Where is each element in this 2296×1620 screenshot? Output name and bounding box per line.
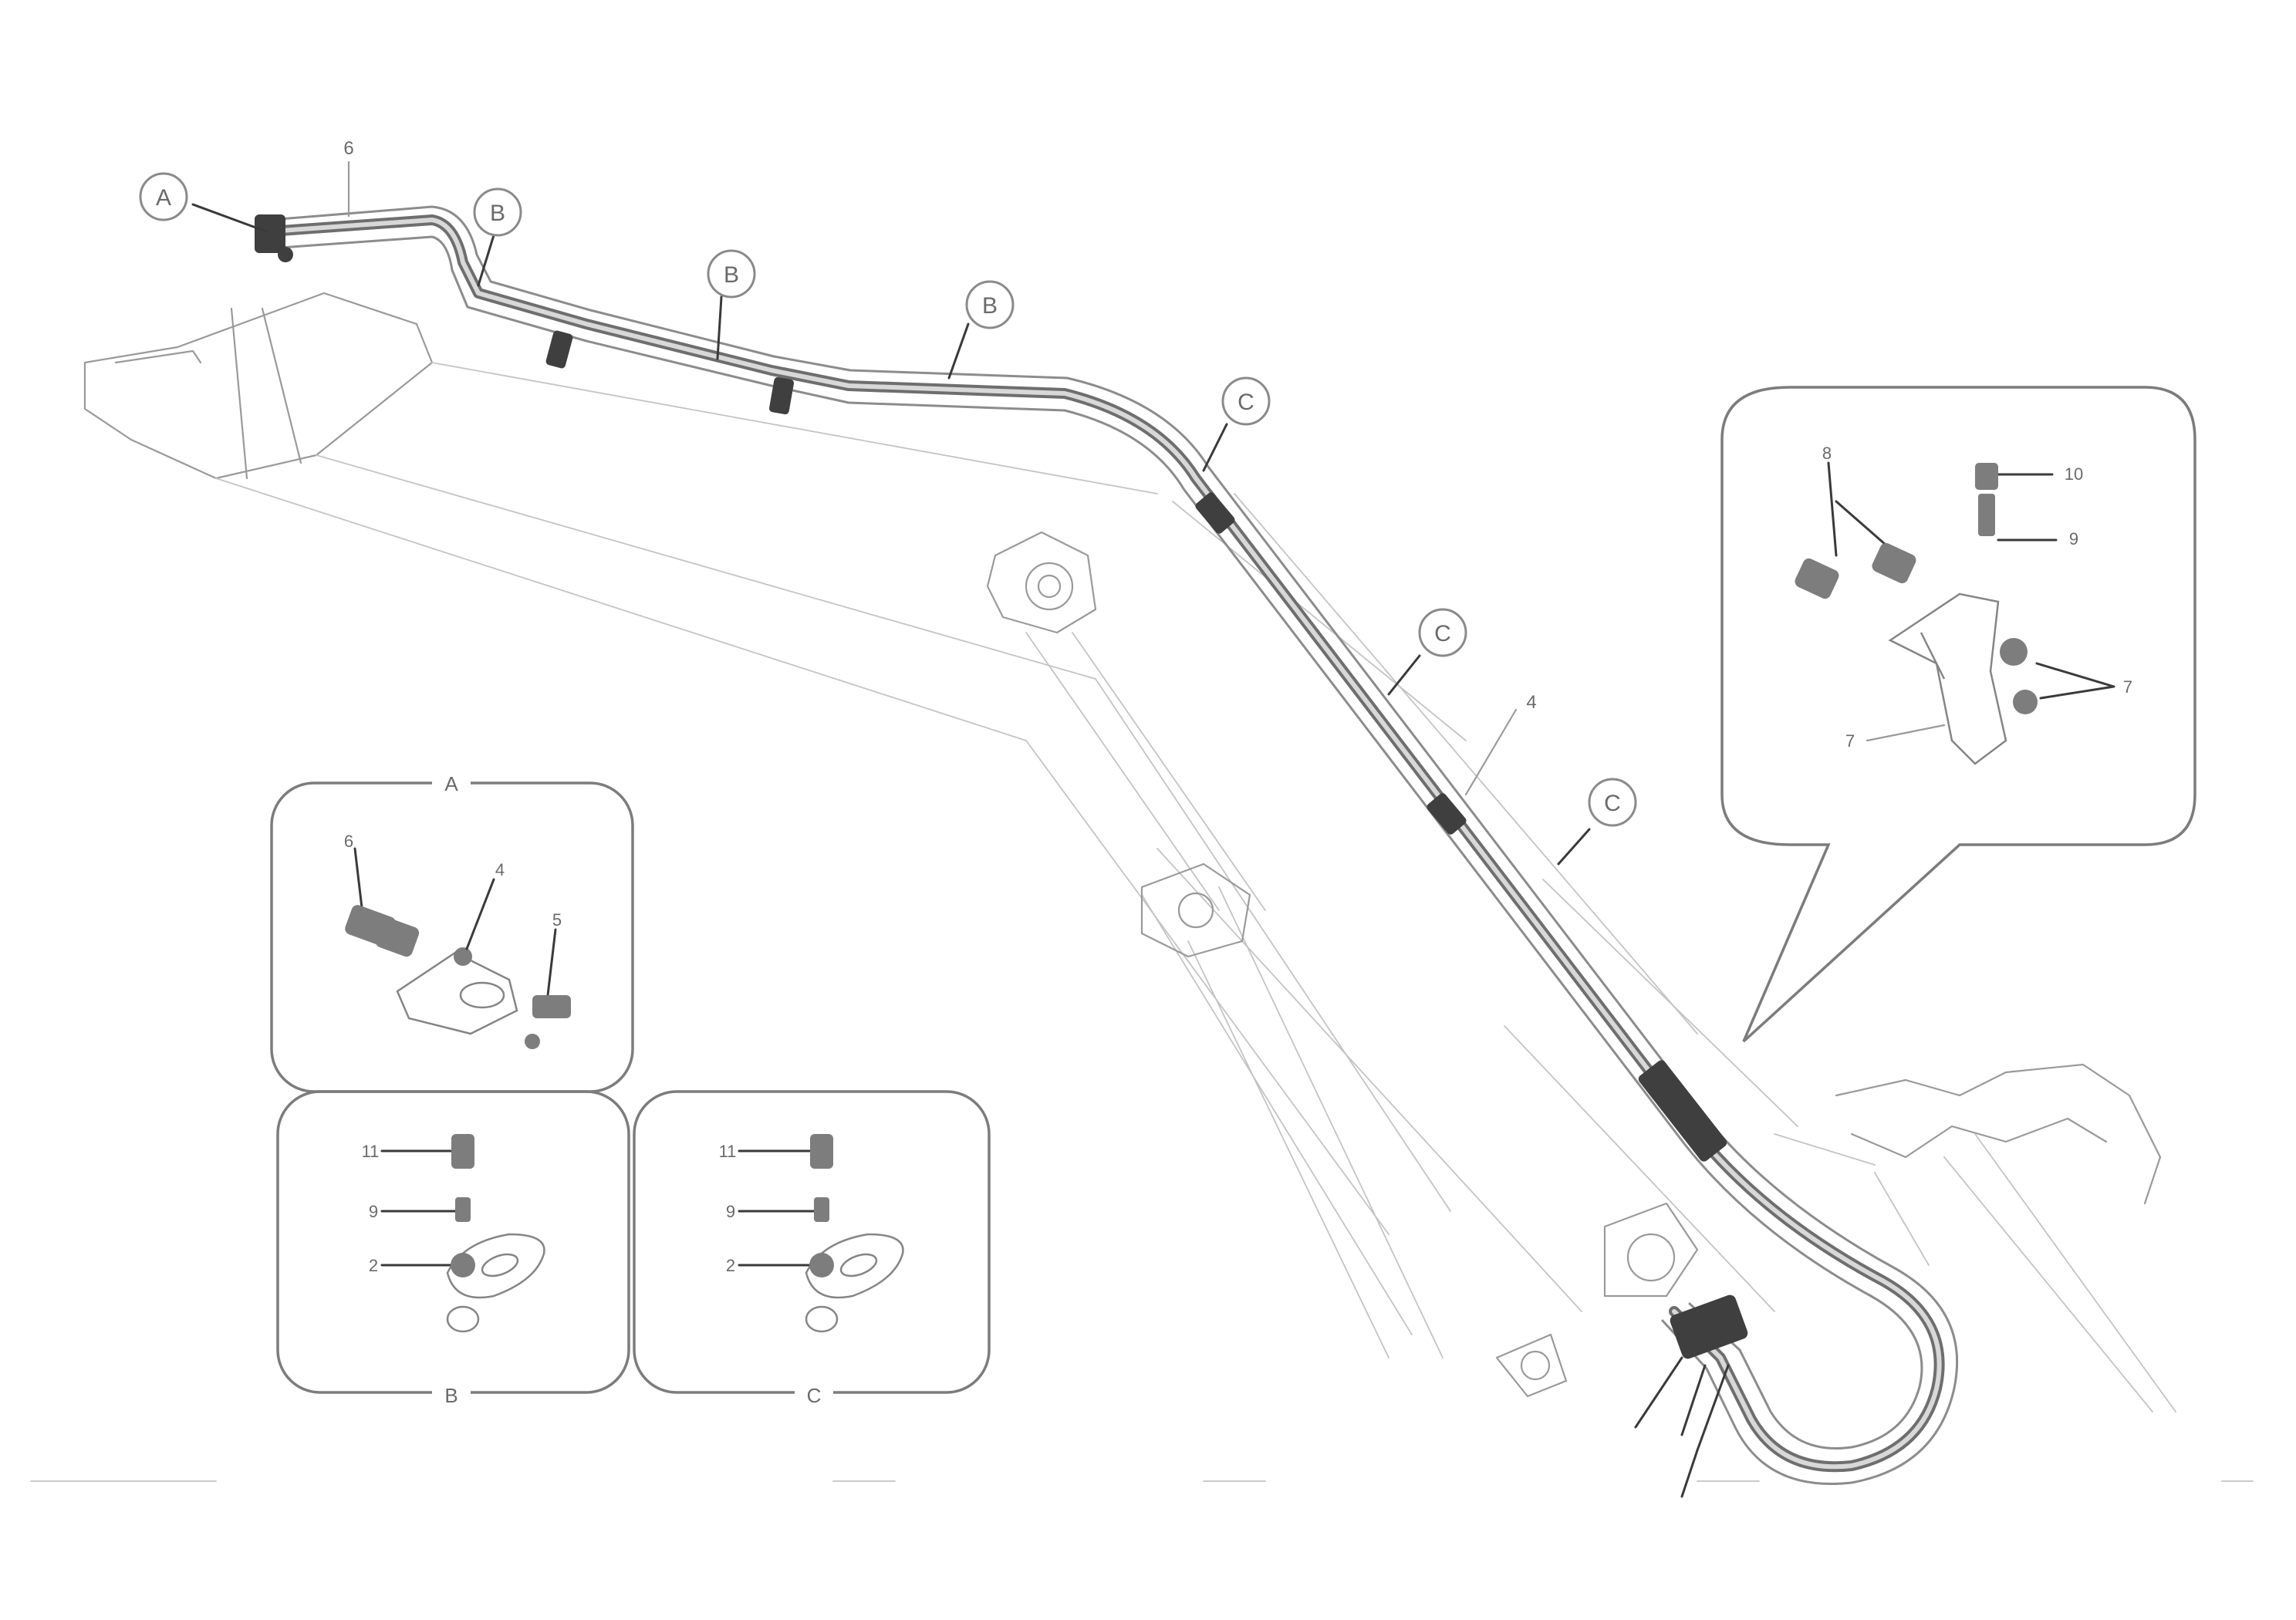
bracket-num-4: 7 xyxy=(2123,677,2132,697)
detail-b-num-1: 11 xyxy=(362,1142,380,1161)
detail-b-num-3: 2 xyxy=(369,1256,378,1275)
hose-end-fittings xyxy=(1670,1294,1748,1359)
clamp-a-main xyxy=(255,214,285,253)
detail-a: A 6 4 5 xyxy=(270,771,634,1093)
detail-c: C 11 9 2 xyxy=(633,1090,991,1407)
clamp-b2 xyxy=(768,376,795,415)
clamp-b1 xyxy=(545,330,573,369)
detail-a-parts: 6 4 5 xyxy=(344,832,571,1049)
callout-b3: B xyxy=(982,293,998,319)
bracket-num-2: 10 xyxy=(2065,464,2083,484)
detail-a-num-3: 5 xyxy=(552,910,562,930)
callout-b1: B xyxy=(490,201,505,226)
detail-a-num-1: 6 xyxy=(344,832,353,851)
hydraulic-pipe-run xyxy=(265,205,1959,1486)
main-callouts: A B B B C C C 6 4 xyxy=(139,138,1637,866)
detail-b-parts: 11 9 2 xyxy=(362,1134,545,1333)
detail-b-num-2: 9 xyxy=(369,1202,378,1221)
detail-c-num-1: 11 xyxy=(719,1142,737,1161)
detail-c-parts: 11 9 2 xyxy=(719,1134,904,1333)
callout-c2: C xyxy=(1434,621,1451,646)
boom-outline xyxy=(30,292,2254,1482)
clamp-c1 xyxy=(1195,492,1235,534)
bracket-num-3: 9 xyxy=(2069,529,2078,548)
detail-b: B 11 9 2 xyxy=(276,1090,630,1407)
callout-c3: C xyxy=(1604,791,1621,816)
detail-c-num-2: 9 xyxy=(726,1202,735,1221)
detail-a-title: A xyxy=(444,772,458,795)
pipe-clamps xyxy=(255,214,1748,1498)
callout-a: A xyxy=(156,185,171,211)
bracket-assembly xyxy=(1638,1060,1727,1162)
detail-c-num-3: 2 xyxy=(726,1256,735,1275)
item-number-top: 6 xyxy=(343,138,353,159)
detail-bracket-parts: 8 10 9 7 7 xyxy=(1795,444,2132,765)
callout-c1: C xyxy=(1237,390,1254,415)
bracket-num-5: 7 xyxy=(1845,731,1855,751)
bracket-num-1: 8 xyxy=(1822,444,1832,463)
detail-b-title: B xyxy=(444,1384,458,1407)
callout-b2: B xyxy=(724,262,739,288)
clamp-c2 xyxy=(1427,793,1467,835)
detail-bracket: 8 10 9 7 7 xyxy=(1720,386,2196,1043)
item-number-mid: 4 xyxy=(1526,692,1536,713)
detail-a-num-2: 4 xyxy=(495,860,505,879)
detail-c-title: C xyxy=(807,1384,822,1407)
